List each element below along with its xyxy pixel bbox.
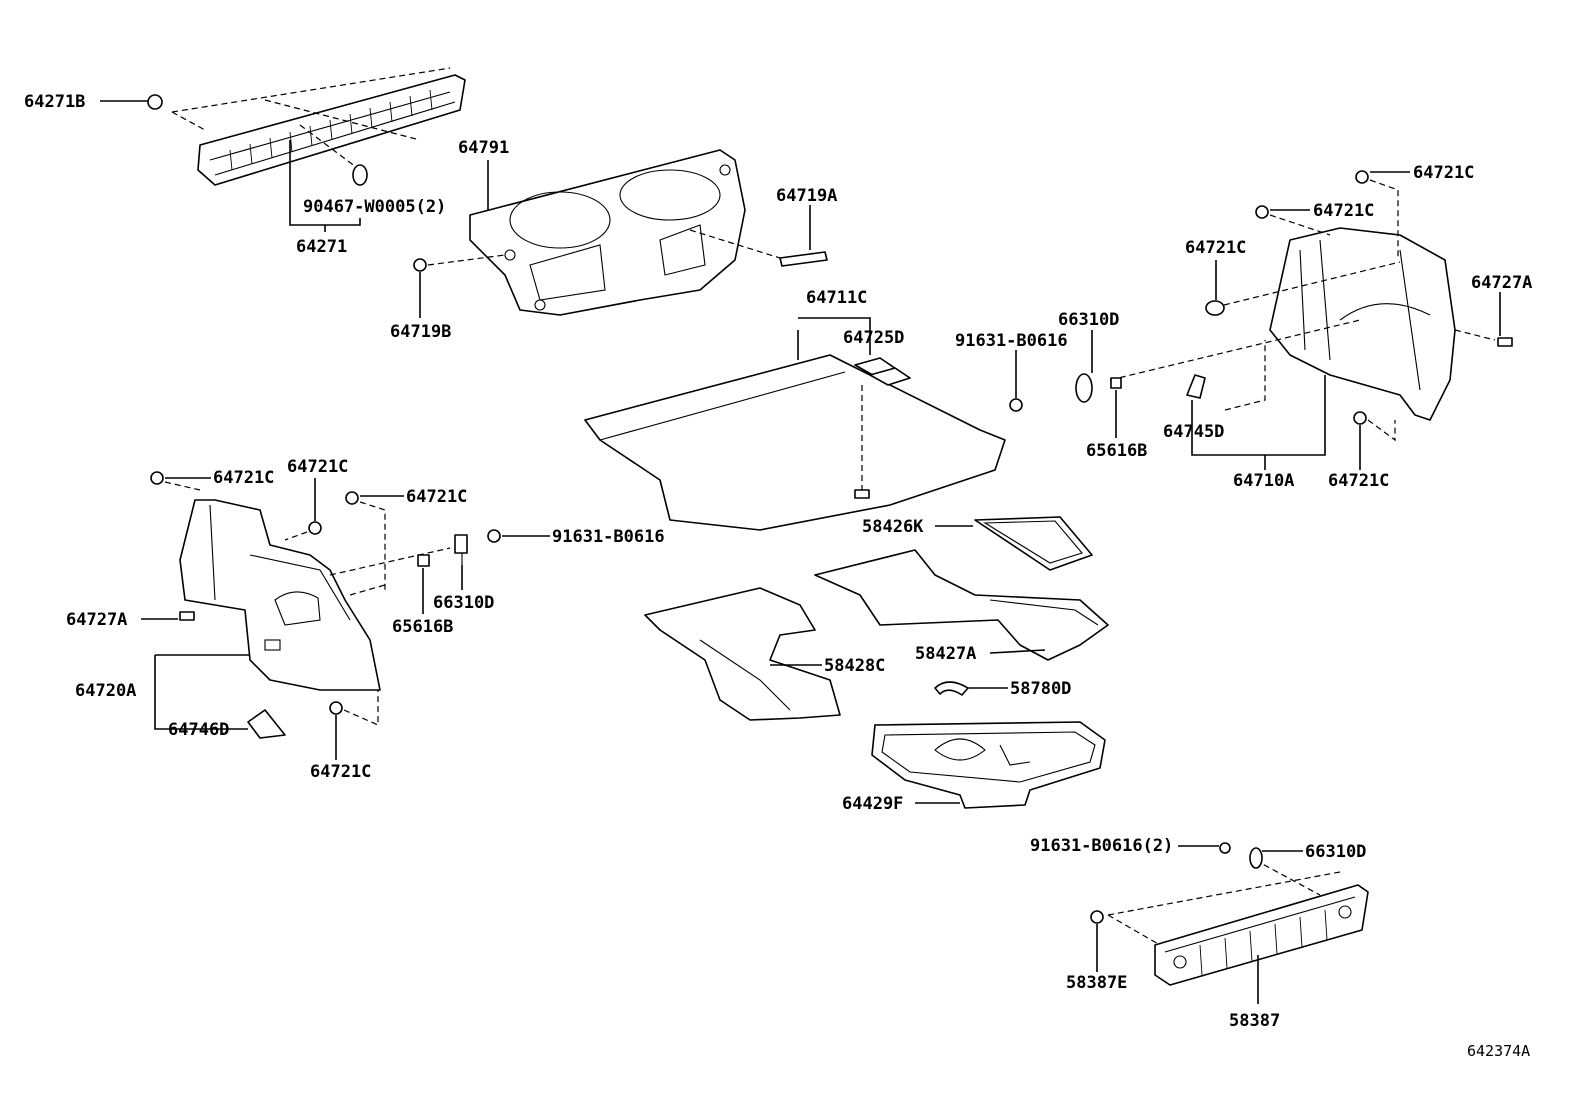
part-64746D-cover[interactable] [247, 709, 286, 739]
label-91631-B0616-mid[interactable]: 91631-B0616 [552, 527, 665, 547]
part-58387-sill-plate[interactable] [1154, 884, 1369, 986]
label-58427A[interactable]: 58427A [915, 644, 976, 664]
part-64727A-left[interactable] [179, 611, 195, 621]
label-64721C-r2[interactable]: 64721C [1313, 201, 1374, 221]
clip-64721C-l3-icon[interactable] [345, 491, 359, 505]
bolt-91631-bot-icon[interactable] [1219, 842, 1231, 854]
part-66310D-bot[interactable] [1249, 847, 1263, 869]
label-64429F[interactable]: 64429F [842, 794, 903, 814]
clip-64721C-l1-icon[interactable] [150, 471, 164, 485]
label-65616B-mid[interactable]: 65616B [392, 617, 453, 637]
label-91631-B0616-top[interactable]: 91631-B0616 [955, 331, 1068, 351]
label-64271[interactable]: 64271 [296, 237, 347, 257]
part-58427A-mat[interactable] [814, 549, 1109, 661]
clip-58387E-icon[interactable] [1090, 910, 1104, 924]
part-64429F-tray[interactable] [871, 721, 1106, 809]
label-64791[interactable]: 64791 [458, 138, 509, 158]
label-64725D[interactable]: 64725D [843, 328, 904, 348]
clip-64721C-l4-icon[interactable] [329, 701, 343, 715]
part-64745D-bracket[interactable] [1186, 374, 1206, 399]
label-58428C[interactable]: 58428C [824, 656, 885, 676]
label-64710A[interactable]: 64710A [1233, 471, 1294, 491]
label-64721C-l1[interactable]: 64721C [213, 468, 274, 488]
clip-64271B-icon[interactable] [147, 94, 163, 110]
label-64746D[interactable]: 64746D [168, 720, 229, 740]
label-58780D[interactable]: 58780D [1010, 679, 1071, 699]
part-58426K-tray[interactable] [974, 516, 1093, 571]
clip-64721C-r4-icon[interactable] [1353, 411, 1367, 425]
label-66310D-mid[interactable]: 66310D [433, 593, 494, 613]
part-64711C-trunk-mat[interactable] [584, 354, 1006, 531]
label-91631-B0616-bot[interactable]: 91631-B0616(2) [1030, 836, 1173, 856]
label-64720A[interactable]: 64720A [75, 681, 136, 701]
part-64710A-side-trim[interactable] [1269, 227, 1456, 421]
label-90467-W0005[interactable]: 90467-W0005(2) [303, 197, 446, 217]
label-64719A[interactable]: 64719A [776, 186, 837, 206]
clip-64721C-l2-icon[interactable] [308, 521, 322, 535]
part-64720A-side-trim[interactable] [179, 499, 381, 691]
label-64727A-left[interactable]: 64727A [66, 610, 127, 630]
label-65616B-top[interactable]: 65616B [1086, 441, 1147, 461]
label-64719B[interactable]: 64719B [390, 322, 451, 342]
part-64727A-right[interactable] [1497, 337, 1513, 347]
diagram-code: 642374A [1467, 1042, 1530, 1060]
label-64721C-r1[interactable]: 64721C [1413, 163, 1474, 183]
label-58387E[interactable]: 58387E [1066, 973, 1127, 993]
label-64721C-l2[interactable]: 64721C [287, 457, 348, 477]
label-64721C-r3[interactable]: 64721C [1185, 238, 1246, 258]
part-58780D-clip[interactable] [934, 681, 969, 696]
clip-64719B-icon[interactable] [413, 258, 427, 272]
label-64727A-right[interactable]: 64727A [1471, 273, 1532, 293]
label-64271B[interactable]: 64271B [24, 92, 85, 112]
label-64721C-r4[interactable]: 64721C [1328, 471, 1389, 491]
part-66310D-top[interactable] [1075, 373, 1093, 403]
label-66310D-bot[interactable]: 66310D [1305, 842, 1366, 862]
label-66310D-top[interactable]: 66310D [1058, 310, 1119, 330]
bolt-91631-mid-icon[interactable] [487, 529, 501, 543]
part-65616B-top[interactable] [1110, 377, 1122, 389]
clip-64721C-r3-icon[interactable] [1205, 300, 1225, 316]
label-58387[interactable]: 58387 [1229, 1011, 1280, 1031]
label-64745D[interactable]: 64745D [1163, 422, 1224, 442]
clip-64721C-r1-icon[interactable] [1355, 170, 1369, 184]
bolt-91631-top-icon[interactable] [1009, 398, 1023, 412]
part-66310D-mid[interactable] [454, 534, 468, 565]
label-64721C-l4[interactable]: 64721C [310, 762, 371, 782]
part-64271-trim[interactable] [197, 74, 466, 186]
clip-90467-icon[interactable] [352, 164, 368, 186]
label-64711C[interactable]: 64711C [806, 288, 867, 308]
clip-64721C-r2-icon[interactable] [1255, 205, 1269, 219]
part-64719A-pad[interactable] [779, 251, 828, 267]
part-65616B-mid[interactable] [417, 554, 430, 567]
part-58428C-mat[interactable] [644, 587, 841, 721]
label-64721C-l3[interactable]: 64721C [406, 487, 467, 507]
part-64725D-clip[interactable] [854, 357, 911, 386]
part-64791-lid-panel[interactable] [469, 149, 746, 316]
label-58426K[interactable]: 58426K [862, 517, 924, 537]
